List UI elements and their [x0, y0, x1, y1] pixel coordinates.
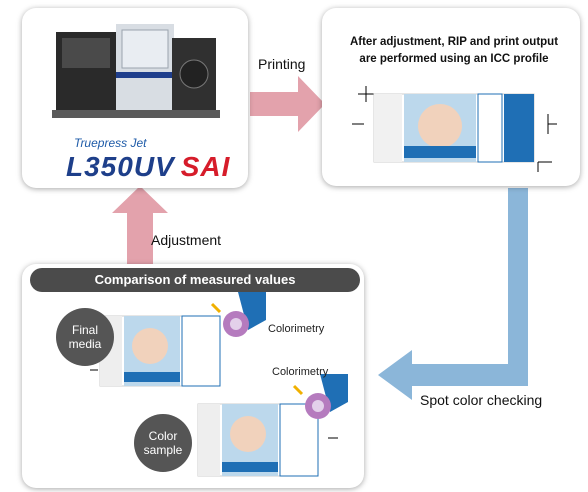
- color-sample-line1: Color: [148, 429, 178, 443]
- colorimetry-label-1: Colorimetry: [268, 323, 325, 335]
- comparison-title: Comparison of measured values: [30, 268, 360, 292]
- final-media-print: [90, 315, 221, 387]
- colorimetry-label-2: Colorimetry: [272, 366, 329, 378]
- printing-label: Printing: [258, 56, 306, 72]
- model-main: L350UV: [66, 151, 175, 182]
- printed-sample-image: [352, 86, 557, 172]
- output-title-line1: After adjustment, RIP and print output: [349, 36, 559, 48]
- final-media-line1: Final: [71, 323, 98, 337]
- brand-truepress-jet: Truepress Jet: [74, 136, 147, 150]
- adjustment-label: Adjustment: [151, 232, 222, 248]
- final-media-line2: media: [68, 337, 102, 351]
- colorimeter-1: [210, 292, 266, 337]
- model-sai: SAI: [180, 151, 231, 182]
- colorimeter-2: [292, 374, 348, 419]
- adjustment-arrow: [112, 186, 168, 265]
- color-sample-line2: sample: [143, 443, 183, 457]
- final-media-badge: Final media: [56, 308, 114, 366]
- color-sample-badge: Color sample: [134, 414, 192, 472]
- printer-image: [52, 24, 220, 118]
- spot-color-label: Spot color checking: [420, 392, 543, 408]
- output-card-title: After adjustment, RIP and print output a…: [328, 34, 580, 68]
- printing-arrow: [250, 76, 325, 132]
- output-title-line2: are performed using an ICC profile: [359, 53, 549, 65]
- spot-color-arrow: [378, 188, 528, 400]
